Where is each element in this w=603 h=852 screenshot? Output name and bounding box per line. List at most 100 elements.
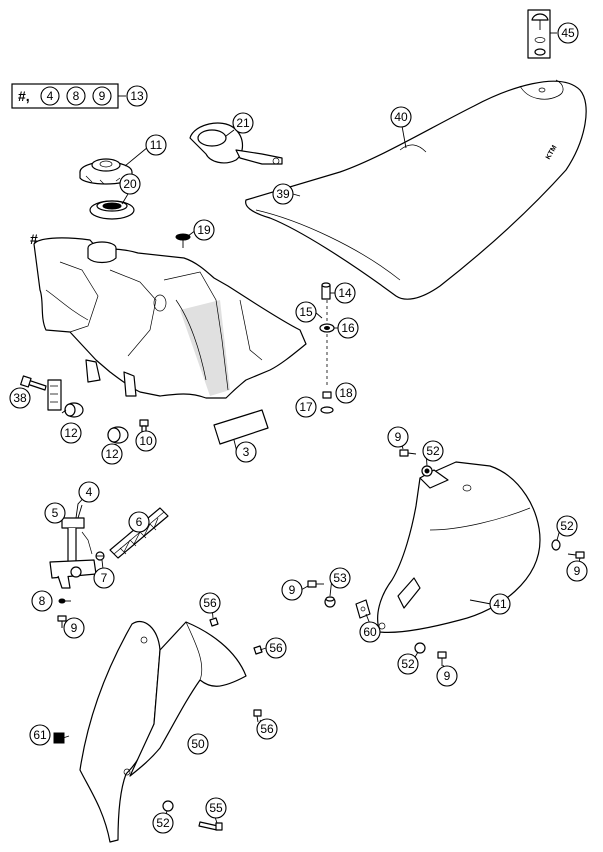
svg-text:40: 40 (394, 110, 408, 124)
hash-mark: # (30, 231, 38, 247)
kit-box-prefix: #, (18, 88, 30, 104)
seat-fastener-stack (319, 282, 335, 414)
hose-clamp (95, 551, 105, 561)
callout-6: 6 (128, 511, 150, 533)
callout-53: 53 (329, 567, 351, 589)
callout-9-d: 9 (63, 617, 85, 639)
svg-text:18: 18 (339, 386, 353, 400)
spoiler-nut-a (209, 617, 219, 627)
svg-text:9: 9 (444, 669, 451, 683)
panel-screw-a (399, 449, 417, 457)
svg-text:4: 4 (86, 485, 93, 499)
svg-text:11: 11 (150, 138, 163, 152)
callout-56-b: 56 (265, 637, 287, 659)
callout-9-c: 9 (281, 579, 303, 601)
fuel-tank (33, 237, 307, 399)
callout-8: 8 (31, 590, 53, 612)
callout-4: 4 (78, 481, 100, 503)
right-side-panel (377, 461, 541, 633)
svg-text:9: 9 (395, 430, 402, 444)
kit-box-ref: 13 (130, 89, 144, 103)
tank-bracket-plate (47, 379, 62, 411)
svg-text:19: 19 (197, 223, 211, 237)
kit-box: #, 4 8 9 13 (11, 83, 148, 109)
tap-seal (58, 598, 66, 604)
callout-60: 60 (359, 621, 381, 643)
svg-text:39: 39 (276, 187, 290, 201)
kit-box-item: 4 (47, 89, 54, 103)
callout-56-c: 56 (256, 718, 278, 740)
svg-text:20: 20 (123, 177, 137, 191)
callout-55: 55 (205, 797, 227, 819)
spoiler-screw-a (253, 709, 262, 723)
panel-screw-c (307, 580, 324, 588)
panel-washer-c (414, 642, 426, 654)
svg-text:5: 5 (52, 506, 59, 520)
callout-41: 41 (489, 593, 511, 615)
callout-11: 11 (145, 134, 167, 156)
panel-grommet (324, 596, 336, 608)
panel-washer-a (421, 465, 433, 477)
callout-9-b: 9 (566, 560, 588, 582)
callout-56-a: 56 (199, 592, 221, 614)
svg-text:12: 12 (64, 426, 78, 440)
tank-cap (79, 158, 133, 185)
panel-screw-d (437, 651, 447, 666)
tank-mount-bolt (20, 375, 47, 391)
callout-14: 14 (334, 282, 356, 304)
svg-text:9: 9 (289, 583, 296, 597)
svg-text:12: 12 (105, 447, 119, 461)
svg-text:52: 52 (560, 519, 574, 533)
svg-text:17: 17 (299, 400, 313, 414)
kit-box-item: 8 (73, 89, 80, 103)
svg-text:61: 61 (33, 728, 47, 742)
callout-3: 3 (235, 441, 257, 463)
svg-text:16: 16 (341, 321, 355, 335)
svg-text:6: 6 (136, 515, 143, 529)
svg-text:38: 38 (13, 391, 27, 405)
callout-12-a: 12 (60, 422, 82, 444)
callout-52-d: 52 (152, 812, 174, 834)
filler-neck-seal (89, 200, 135, 220)
rubber-bushing-b (107, 426, 129, 444)
spoiler-washer (162, 800, 174, 812)
svg-text:56: 56 (260, 722, 274, 736)
callout-45: 45 (557, 22, 579, 44)
svg-text:52: 52 (426, 444, 440, 458)
callout-38: 38 (9, 387, 31, 409)
svg-text:3: 3 (243, 445, 250, 459)
panel-washer-b (551, 539, 561, 551)
fuel-tap (49, 517, 97, 589)
svg-text:21: 21 (236, 116, 250, 130)
svg-text:41: 41 (493, 597, 507, 611)
callout-15: 15 (295, 301, 317, 323)
svg-text:52: 52 (401, 657, 415, 671)
callout-16: 16 (337, 317, 359, 339)
spoiler-clip (53, 732, 65, 744)
svg-text:56: 56 (203, 596, 217, 610)
callout-39: 39 (272, 183, 294, 205)
callout-7: 7 (93, 567, 115, 589)
callout-52-c: 52 (397, 653, 419, 675)
callout-10: 10 (135, 430, 157, 452)
callout-52-a: 52 (422, 440, 444, 462)
callout-50: 50 (187, 733, 209, 755)
svg-text:50: 50 (191, 737, 205, 751)
callout-17: 17 (295, 396, 317, 418)
svg-text:60: 60 (363, 625, 377, 639)
callout-19: 19 (193, 219, 215, 241)
svg-text:8: 8 (39, 594, 46, 608)
callout-9-e: 9 (436, 665, 458, 687)
svg-text:14: 14 (338, 286, 352, 300)
svg-text:10: 10 (139, 434, 153, 448)
seat-bolt-kit (527, 9, 551, 59)
callout-61: 61 (29, 724, 51, 746)
svg-text:7: 7 (101, 571, 108, 585)
svg-text:52: 52 (156, 816, 170, 830)
svg-text:55: 55 (209, 801, 223, 815)
tank-sticker (213, 409, 269, 445)
callout-9-a: 9 (387, 426, 409, 448)
callout-21: 21 (232, 112, 254, 134)
breather-plug (175, 233, 191, 248)
callout-52-b: 52 (556, 515, 578, 537)
